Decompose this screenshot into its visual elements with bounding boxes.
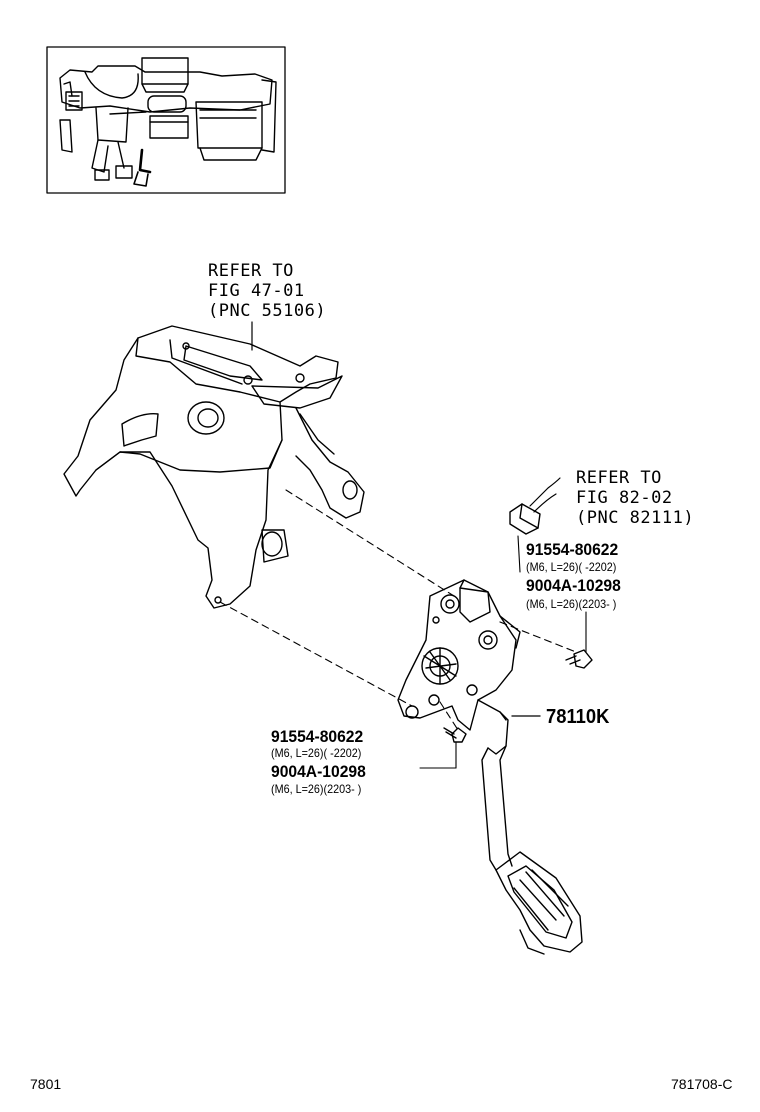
pedal-assembly (397, 579, 583, 955)
alignment-lines (219, 489, 577, 731)
ref-fig-82-line2: FIG 82-02 (576, 488, 673, 508)
ref-fig-47-line3: (PNC 55106) (208, 301, 327, 321)
ref-fig-82-line1: REFER TO (576, 468, 662, 488)
bolt-upper (565, 649, 593, 669)
upper-part-number-b: 9004A-10298 (526, 576, 621, 595)
pedal-assembly-part-number: 78110K (546, 706, 610, 728)
pedal-bracket (63, 325, 365, 609)
lower-part-number-a: 91554-80622 (271, 727, 364, 746)
lower-spec-a: (M6, L=26)( -2202) (271, 746, 362, 760)
upper-spec-b: (M6, L=26)(2203- ) (526, 597, 617, 611)
locator-inset (46, 46, 286, 194)
upper-spec-a: (M6, L=26)( -2202) (526, 560, 617, 574)
footer-left-code: 7801 (30, 1076, 62, 1092)
footer-right-code: 781708-C (671, 1076, 733, 1092)
sensor-connector (509, 477, 561, 573)
lower-spec-b: (M6, L=26)(2203- ) (271, 782, 362, 796)
upper-part-number-a: 91554-80622 (526, 540, 619, 559)
bolt-lower (443, 727, 467, 743)
ref-fig-82-line3: (PNC 82111) (576, 508, 695, 528)
ref-fig-47-line2: FIG 47-01 (208, 281, 305, 301)
lower-part-number-b: 9004A-10298 (271, 762, 366, 781)
ref-fig-47-line1: REFER TO (208, 261, 294, 281)
